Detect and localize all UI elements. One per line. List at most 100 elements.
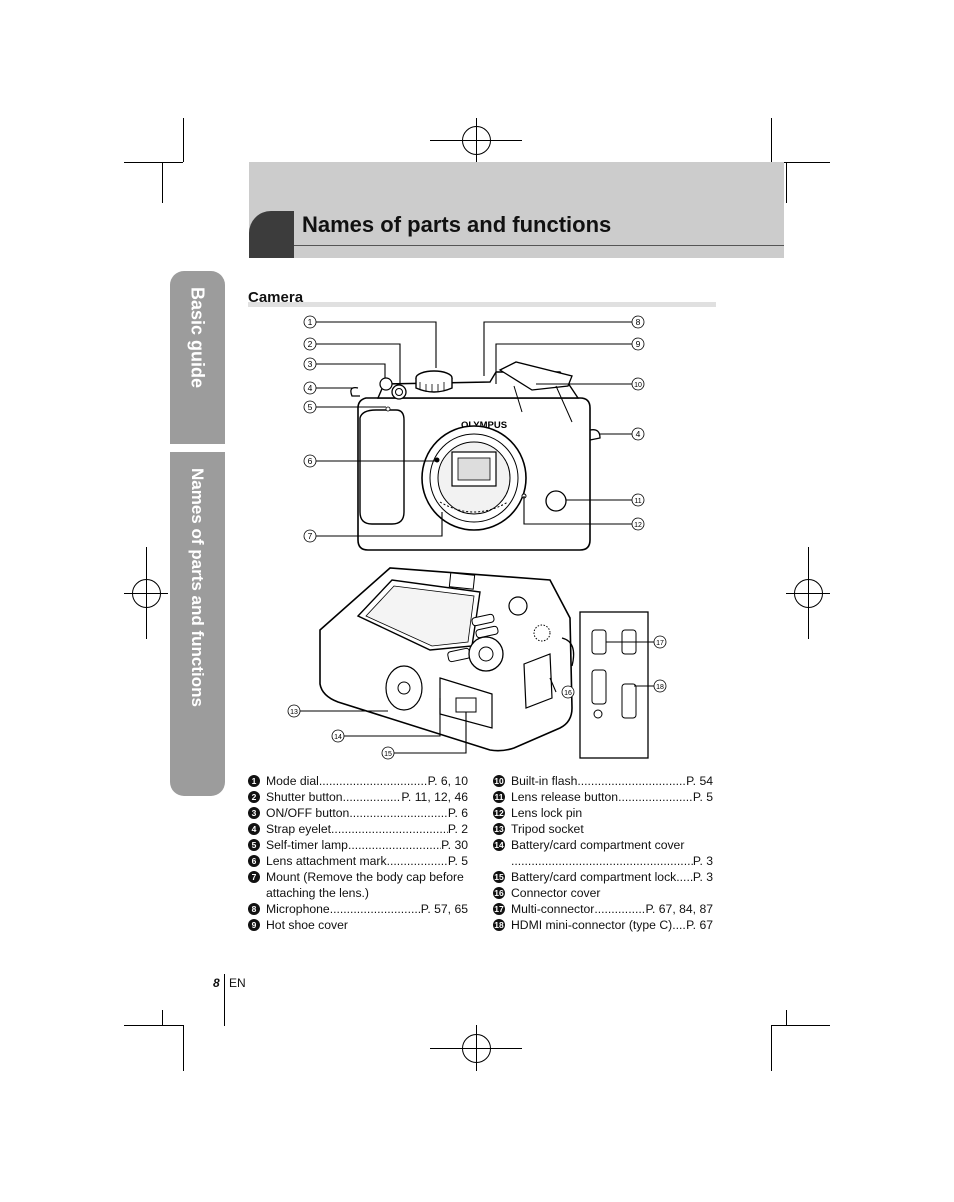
part-label: Hot shoe cover: [266, 918, 348, 932]
part-page-reference: P. 67: [686, 918, 713, 932]
parts-list-item: 10 Built-in flash P. 54: [493, 773, 713, 789]
parts-list-item: 2 Shutter button P. 11, 12, 46: [248, 789, 468, 805]
part-number-badge: 4: [248, 823, 260, 835]
part-number-badge: 9: [248, 919, 260, 931]
callout-front: 5: [308, 402, 313, 412]
callout-front: 4: [308, 383, 313, 393]
section-title: Camera: [248, 289, 304, 306]
part-label: Strap eyelet: [266, 822, 332, 836]
part-label: Tripod socket: [511, 822, 584, 836]
parts-list-item: 7 Mount (Remove the body cap before attac…: [248, 869, 468, 901]
part-number-badge: 8: [248, 903, 260, 915]
callout-front: 3: [308, 359, 313, 369]
parts-list-item: 17 Multi-connector P. 67, 84, 87: [493, 901, 713, 917]
part-label: Mount (Remove the body cap before attach…: [266, 870, 464, 900]
part-page-reference: P. 67, 84, 87: [645, 902, 713, 916]
part-label: Battery/card compartment lock: [511, 870, 677, 884]
callout-back: 18: [656, 684, 664, 691]
brand-logo: OLYMPUS: [461, 420, 507, 431]
part-label: Multi-connector: [511, 902, 595, 916]
callout-front: 7: [308, 531, 313, 541]
header-accent-block: [249, 211, 294, 258]
part-page-reference: P. 6, 10: [427, 774, 468, 788]
part-number-badge: 3: [248, 807, 260, 819]
callout-front: 8: [636, 317, 641, 327]
part-label: HDMI mini-connector (type C): [511, 918, 673, 932]
callout-front: 9: [636, 339, 641, 349]
part-number-badge: 17: [493, 903, 505, 915]
part-number-badge: 10: [493, 775, 505, 787]
battery-lock: [455, 697, 477, 713]
parts-list-item: 14 Battery/card compartment cover P. 3: [493, 837, 713, 869]
callout-back: 16: [564, 690, 572, 697]
part-page-reference: P. 11, 12, 46: [401, 790, 468, 804]
callout-front: 2: [308, 339, 313, 349]
header-band: [249, 162, 784, 258]
callout-front: 10: [634, 382, 642, 389]
parts-list-item: 1 Mode dial P. 6, 10: [248, 773, 468, 789]
part-page-reference: P. 54: [686, 774, 713, 788]
part-label: Lens attachment mark: [266, 854, 387, 868]
part-label: Microphone: [266, 902, 330, 916]
side-tab-names-of-parts[interactable]: Names of parts and functions: [170, 452, 225, 796]
part-label: ON/OFF button: [266, 806, 350, 820]
callout-front: 12: [634, 522, 642, 529]
connector-inset: [579, 611, 649, 759]
part-number-badge: 6: [248, 855, 260, 867]
part-number-badge: 13: [493, 823, 505, 835]
parts-list-item: 6 Lens attachment mark P. 5: [248, 853, 468, 869]
parts-list-item: 9 Hot shoe cover: [248, 917, 468, 933]
page-number: 8: [213, 976, 220, 990]
callout-front: 11: [634, 498, 641, 505]
part-label: Connector cover: [511, 886, 601, 900]
part-page-reference: P. 3: [692, 854, 713, 868]
page-number-separator: [224, 974, 225, 1026]
part-number-badge: 11: [493, 791, 505, 803]
title-rule: [294, 245, 784, 246]
callout-front: 4: [636, 429, 641, 439]
part-page-reference: P. 5: [692, 790, 713, 804]
part-number-badge: 12: [493, 807, 505, 819]
parts-list-item: 12 Lens lock pin: [493, 805, 713, 821]
part-number-badge: 15: [493, 871, 505, 883]
part-page-reference: P. 57, 65: [420, 902, 468, 916]
part-label: Built-in flash: [511, 774, 578, 788]
part-label: Lens lock pin: [511, 806, 583, 820]
side-tab-basic-guide[interactable]: Basic guide: [170, 271, 225, 444]
part-number-badge: 14: [493, 839, 505, 851]
callout-back: 15: [384, 751, 392, 758]
parts-list-item: 3ON/OFF buttonP. 6: [248, 805, 468, 821]
parts-list-item: 8 Microphone P. 57, 65: [248, 901, 468, 917]
parts-list-left: 1 Mode dial P. 6, 10 2 Shutter button P. 11,…: [248, 773, 468, 933]
callout-front: 6: [308, 456, 313, 466]
part-number-badge: 2: [248, 791, 260, 803]
part-page-reference: P. 30: [441, 838, 468, 852]
part-number-badge: 1: [248, 775, 260, 787]
page-title: Names of parts and functions: [302, 212, 612, 237]
camera-front-diagram: OLYMPUS 1 2 3 4 5 6 7 8 9 10: [303, 315, 645, 551]
part-page-reference: P. 5: [447, 854, 468, 868]
part-label: Shutter button: [266, 790, 343, 804]
camera-grip: [359, 409, 405, 525]
callout-front: 1: [308, 317, 313, 327]
part-label: Battery/card compartment cover: [511, 838, 685, 852]
callout-back: 13: [290, 709, 298, 716]
part-number-badge: 7: [248, 871, 260, 883]
callout-back: 14: [334, 734, 342, 741]
part-label: Mode dial: [266, 774, 319, 788]
parts-list-item: 13 Tripod socket: [493, 821, 713, 837]
callout-back: 17: [656, 640, 664, 647]
lens-release-button: [545, 490, 567, 512]
built-in-flash: [498, 361, 573, 391]
on-off-button: [379, 377, 393, 391]
language-code: EN: [229, 976, 246, 990]
camera-back-diagram: 13 14 15 16 17 18: [287, 567, 667, 760]
side-tab-names-of-parts-label: Names of parts and functions: [188, 468, 207, 707]
section-rule: [248, 302, 716, 307]
